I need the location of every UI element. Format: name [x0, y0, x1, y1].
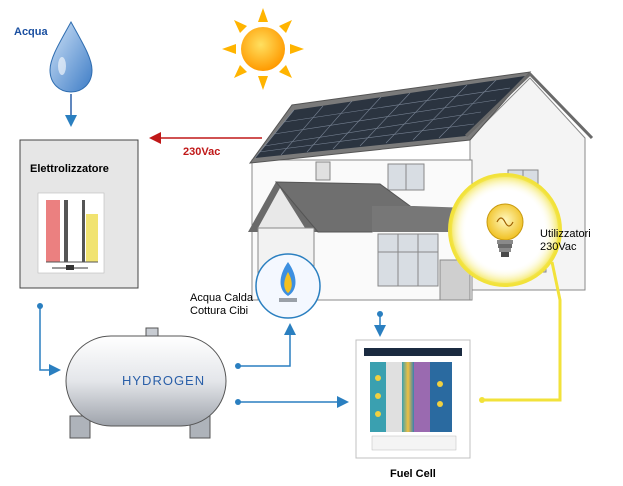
fuel-cell-label: Fuel Cell: [390, 468, 436, 480]
hot-water-label-2: Cottura Cibi: [190, 305, 249, 317]
tank-label: HYDROGEN: [122, 373, 206, 388]
light-bulb-icon: [486, 203, 524, 257]
users-label-1: Utilizzatori: [540, 228, 591, 240]
electrolyzer-label: Elettrolizzatore: [30, 163, 109, 175]
flame-icon: [279, 262, 297, 302]
electrolyzer-box: [19, 139, 139, 289]
hot-water-label-1: Acqua Calda: [190, 292, 253, 304]
power-line: [482, 261, 562, 402]
hydrogen-tank: [65, 327, 227, 439]
solar-panel: [254, 76, 525, 159]
sun-icon: [222, 8, 304, 90]
users-label-2: 230Vac: [540, 241, 577, 253]
water-drop-icon: [49, 20, 93, 93]
water-label: Acqua: [14, 26, 48, 38]
fuel-cell-diagram: [355, 339, 471, 459]
flow-arrows: [39, 306, 386, 408]
grid-voltage-label: 230Vac: [183, 146, 221, 158]
